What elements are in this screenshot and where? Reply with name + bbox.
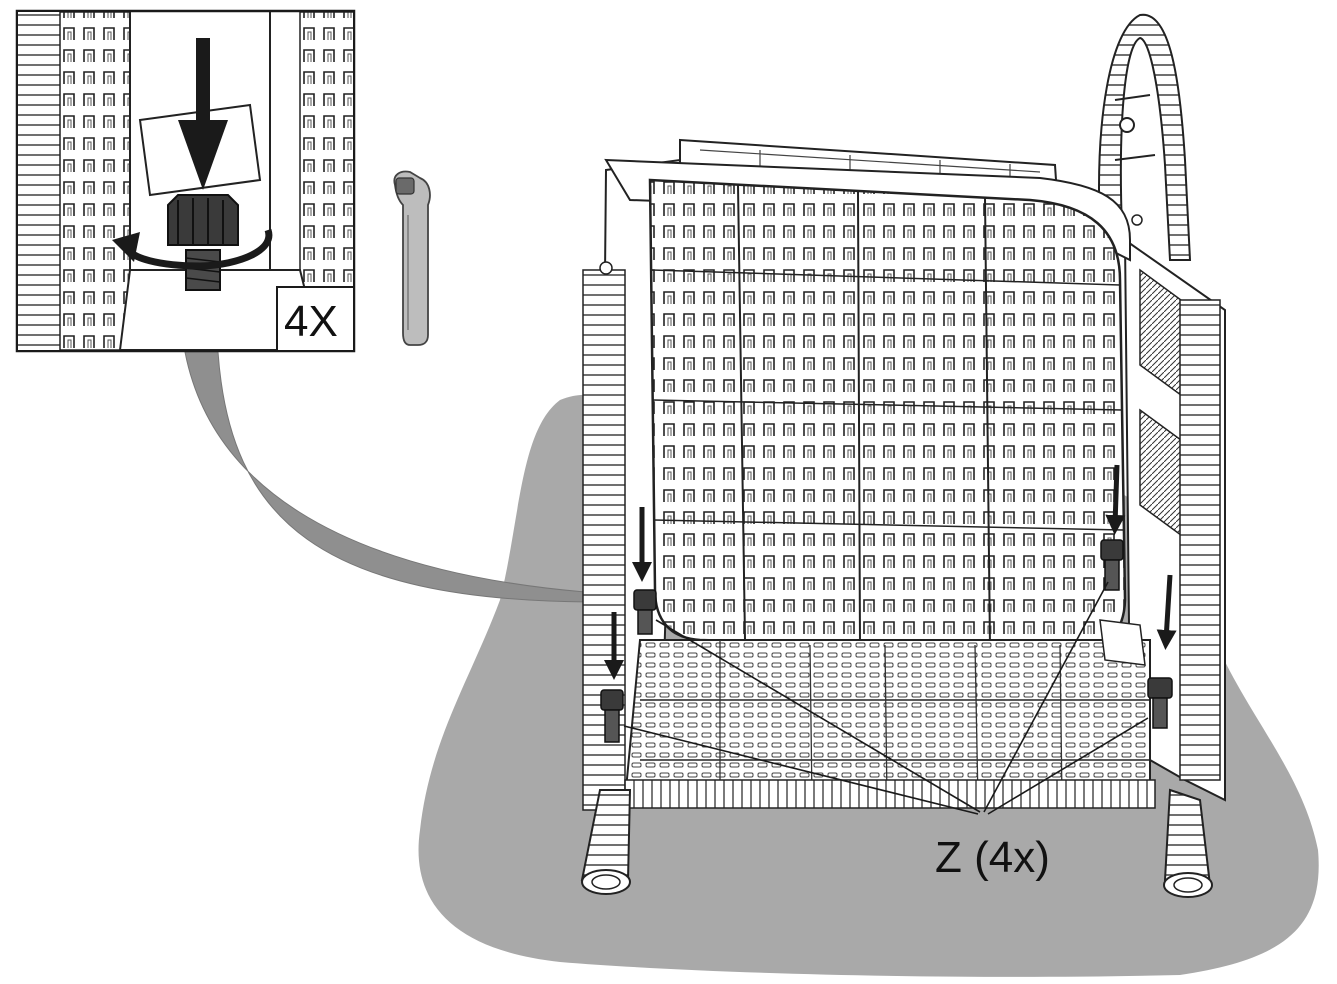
- right-foot: [1163, 788, 1213, 898]
- wrench-tool-icon: [393, 170, 431, 346]
- count-label: 4X: [284, 297, 338, 346]
- count-badge: [276, 286, 355, 352]
- callout-label-z: Z (4x): [935, 833, 1050, 882]
- carry-handle: [1098, 13, 1192, 261]
- screw-z-1: [633, 589, 657, 635]
- screw-z-3: [1100, 539, 1124, 591]
- screw-icon: [167, 194, 239, 291]
- cleaner-body: [580, 13, 1226, 898]
- screw-z-2: [600, 689, 624, 743]
- bottom-tray: [623, 639, 1151, 801]
- left-foot: [580, 789, 632, 895]
- callout-leaders: [623, 581, 1149, 815]
- down-arrow-icon: [604, 464, 1177, 680]
- down-arrow-icon: [178, 38, 228, 190]
- filter-mesh-panel: [648, 178, 1127, 652]
- screw-z-4: [1147, 677, 1173, 729]
- rotate-arrow-icon: [112, 228, 273, 270]
- inset-detail: 4X: [15, 9, 356, 353]
